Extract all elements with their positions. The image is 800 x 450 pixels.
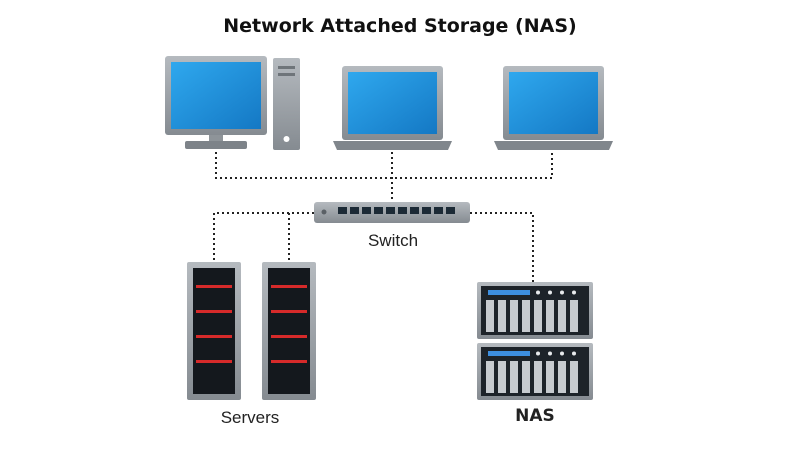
nas-storage-icon xyxy=(477,343,593,400)
network-links xyxy=(213,152,553,282)
nas-storage-icon xyxy=(477,282,593,339)
desktop-computer-icon xyxy=(165,56,300,150)
network-switch-icon xyxy=(314,202,470,223)
link-desktop xyxy=(215,152,553,179)
link-servers xyxy=(213,212,314,262)
server-rack-icon xyxy=(262,262,316,400)
laptop-icon xyxy=(494,66,613,150)
server-rack-icon xyxy=(187,262,241,400)
diagram-title: Network Attached Storage (NAS) xyxy=(223,15,577,37)
nas-label: NAS xyxy=(515,406,555,426)
link-nas xyxy=(470,212,534,282)
switch-label: Switch xyxy=(367,231,419,250)
laptop-icon xyxy=(333,66,452,150)
servers-label: Servers xyxy=(220,408,280,427)
